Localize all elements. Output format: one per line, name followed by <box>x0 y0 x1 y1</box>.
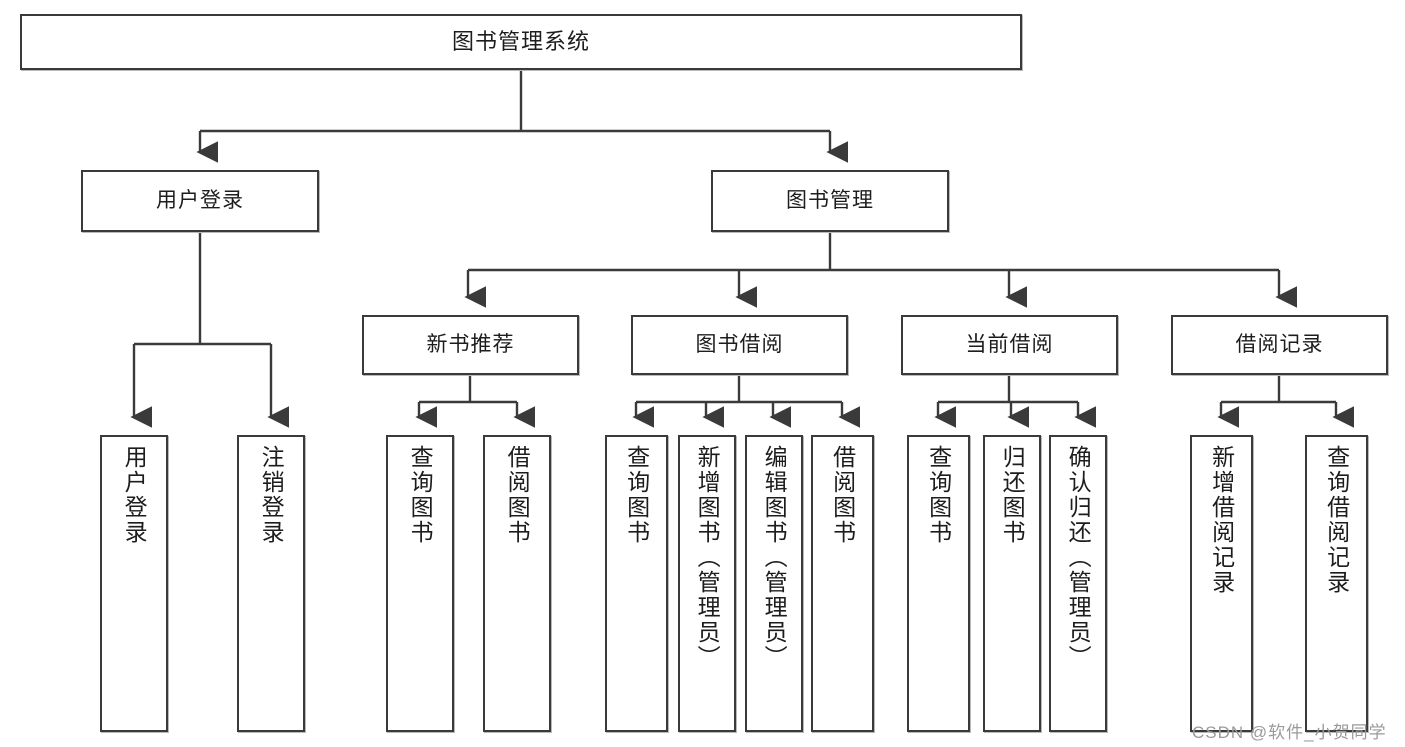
leaf-query-borrow-record[interactable]: 查询借阅记录 <box>1305 435 1368 732</box>
node-root[interactable]: 图书管理系统 <box>20 14 1022 70</box>
node-book-management-label: 图书管理 <box>786 188 874 212</box>
node-new-book-recommend-label: 新书推荐 <box>426 332 515 356</box>
leaf-user-login[interactable]: 用户登录 <box>100 435 168 732</box>
leaf-borrow-books-recommend[interactable]: 借阅图书 <box>483 435 551 732</box>
leaf-query-books-borrow[interactable]: 查询图书 <box>605 435 668 732</box>
node-book-borrow-label: 图书借阅 <box>695 332 784 356</box>
node-current-borrow[interactable]: 当前借阅 <box>901 315 1118 375</box>
leaf-query-books-recommend[interactable]: 查询图书 <box>386 435 454 732</box>
leaf-edit-book-admin[interactable]: 编辑图书（管理员） <box>745 435 803 732</box>
leaf-edit-book-admin-label: 编辑图书（管理员） <box>761 445 788 670</box>
node-user-login-label: 用户登录 <box>156 188 244 212</box>
leaf-add-borrow-record[interactable]: 新增借阅记录 <box>1190 435 1253 732</box>
node-new-book-recommend[interactable]: 新书推荐 <box>362 315 579 375</box>
node-user-login[interactable]: 用户登录 <box>81 170 319 232</box>
node-root-label: 图书管理系统 <box>451 29 590 55</box>
leaf-logout[interactable]: 注销登录 <box>237 435 305 732</box>
leaf-add-book-admin[interactable]: 新增图书（管理员） <box>678 435 736 732</box>
leaf-query-borrow-record-label: 查询借阅记录 <box>1323 445 1350 595</box>
node-borrow-records-label: 借阅记录 <box>1235 332 1324 356</box>
leaf-add-book-admin-label: 新增图书（管理员） <box>694 445 721 670</box>
leaf-borrow-book-label: 借阅图书 <box>829 445 856 545</box>
leaf-query-books-borrow-label: 查询图书 <box>623 445 650 545</box>
leaf-logout-label: 注销登录 <box>258 445 285 545</box>
csdn-watermark: CSDN @软件_小贺同学 <box>1192 723 1387 742</box>
leaf-query-books-recommend-label: 查询图书 <box>407 445 434 545</box>
leaf-return-book[interactable]: 归还图书 <box>983 435 1041 732</box>
node-current-borrow-label: 当前借阅 <box>965 332 1054 356</box>
leaf-user-login-label: 用户登录 <box>121 445 148 545</box>
leaf-borrow-book[interactable]: 借阅图书 <box>811 435 874 732</box>
leaf-query-books-current[interactable]: 查询图书 <box>907 435 970 732</box>
leaf-borrow-books-recommend-label: 借阅图书 <box>504 445 531 545</box>
leaf-confirm-return-admin[interactable]: 确认归还（管理员） <box>1049 435 1107 732</box>
node-book-management[interactable]: 图书管理 <box>711 170 949 232</box>
leaf-return-book-label: 归还图书 <box>999 445 1026 545</box>
leaf-query-books-current-label: 查询图书 <box>925 445 952 545</box>
node-book-borrow[interactable]: 图书借阅 <box>631 315 848 375</box>
node-borrow-records[interactable]: 借阅记录 <box>1171 315 1388 375</box>
leaf-confirm-return-admin-label: 确认归还（管理员） <box>1065 445 1092 670</box>
leaf-add-borrow-record-label: 新增借阅记录 <box>1208 445 1235 595</box>
